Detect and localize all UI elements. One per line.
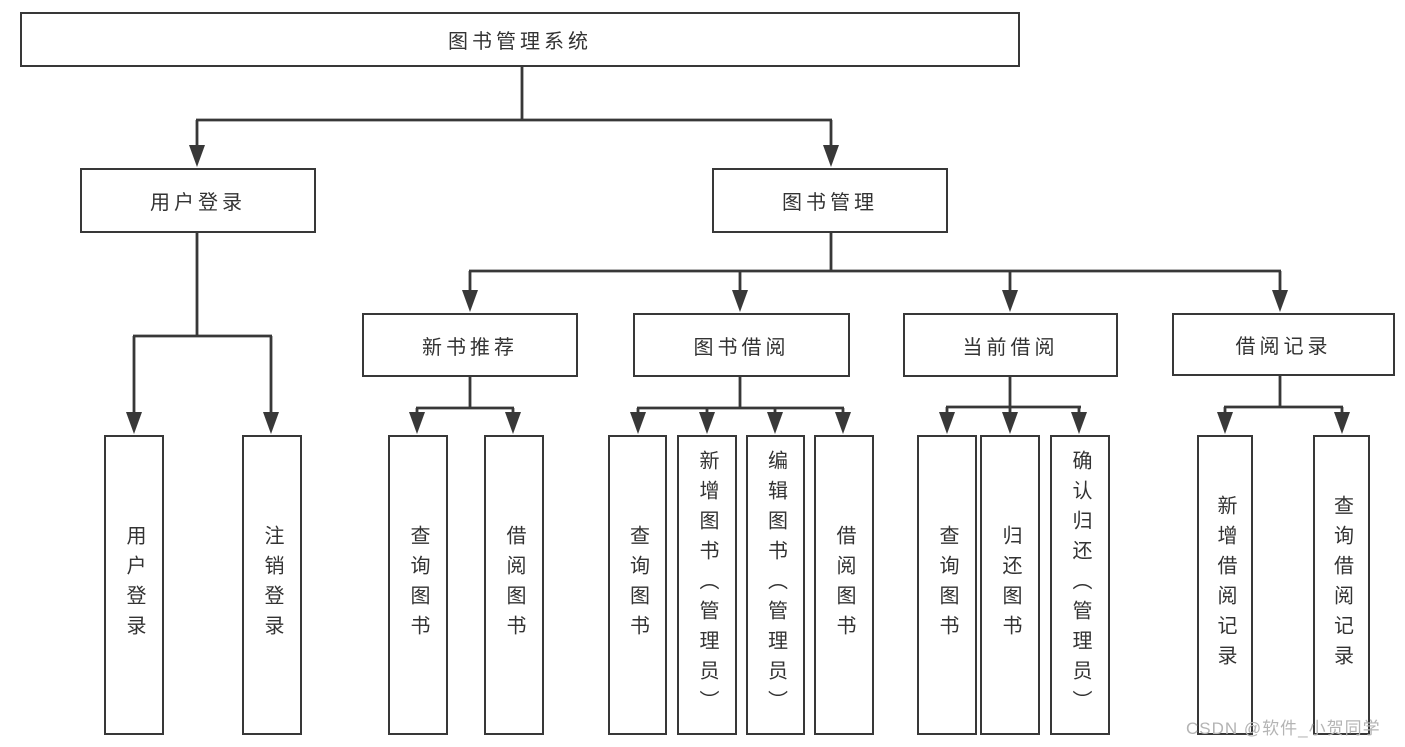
leaf-logout: 注销登录 xyxy=(242,435,302,735)
node-current-borrow: 当前借阅 xyxy=(903,313,1118,377)
leaf-query-borrow-record: 查询借阅记录 xyxy=(1313,435,1370,735)
leaf-user-login: 用户登录 xyxy=(104,435,164,735)
leaf-borrow-books: 借阅图书 xyxy=(814,435,874,735)
node-root-system: 图书管理系统 xyxy=(20,12,1020,67)
node-book-management: 图书管理 xyxy=(712,168,948,233)
node-user-login: 用户登录 xyxy=(80,168,316,233)
leaf-query-books-recommend: 查询图书 xyxy=(388,435,448,735)
leaf-query-books-current: 查询图书 xyxy=(917,435,977,735)
csdn-watermark: CSDN @软件_小贺同学 xyxy=(1186,719,1381,738)
leaf-confirm-return-admin: 确认归还（管理员） xyxy=(1050,435,1110,735)
node-book-borrow: 图书借阅 xyxy=(633,313,850,377)
leaf-add-books-admin: 新增图书（管理员） xyxy=(677,435,737,735)
leaf-query-books-borrow: 查询图书 xyxy=(608,435,667,735)
leaf-borrow-books-recommend: 借阅图书 xyxy=(484,435,544,735)
node-borrow-records: 借阅记录 xyxy=(1172,313,1395,376)
leaf-edit-books-admin: 编辑图书（管理员） xyxy=(746,435,805,735)
node-new-book-recommend: 新书推荐 xyxy=(362,313,578,377)
leaf-return-books: 归还图书 xyxy=(980,435,1040,735)
leaf-add-borrow-record: 新增借阅记录 xyxy=(1197,435,1253,735)
